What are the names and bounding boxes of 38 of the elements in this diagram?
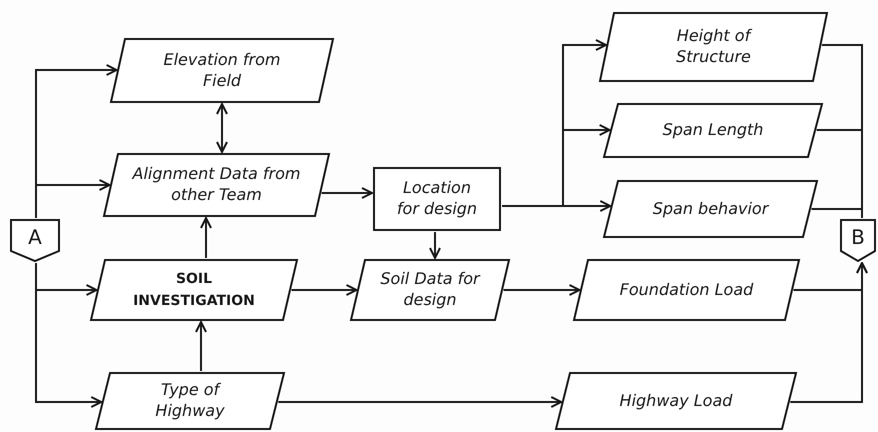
arrow [429,232,441,259]
arrow [790,262,868,403]
data-parallelogram [573,259,800,321]
data-parallelogram [603,180,818,238]
data-parallelogram [603,103,823,158]
arrow [504,284,580,296]
box-label: SOIL INVESTIGATION [132,270,256,311]
arrow [322,187,373,199]
arrow [292,284,358,296]
arrow [216,103,228,153]
box-label: Span Length [662,120,764,141]
box-label: Highway Load [618,390,734,412]
process-box [373,167,501,231]
data-parallelogram [90,259,298,321]
data-parallelogram [95,372,285,430]
off-page-connector [10,219,60,262]
box-label: Foundation Load [618,280,754,300]
arrow [35,263,102,408]
arrow [195,321,207,371]
data-parallelogram [103,153,330,217]
data-parallelogram [350,259,510,321]
box-label: Elevation from Field [162,50,282,92]
data-parallelogram [599,12,828,82]
box-label: B [851,224,865,250]
box-label: Span behavior [652,198,770,220]
data-parallelogram [555,372,797,430]
arrow [200,217,212,258]
data-parallelogram [110,38,334,103]
off-page-connector [840,219,876,262]
arrow [35,179,110,218]
box-label: Height of Structure [675,26,754,68]
box-label: Alignment Data from other Team [130,164,302,206]
box-label: A [28,224,42,250]
box-label: Soil Data for design [380,269,480,311]
arrow [502,200,612,212]
arrow [278,396,562,408]
box-label: Type of Highway [154,380,226,422]
box-label: Location for design [396,178,478,220]
